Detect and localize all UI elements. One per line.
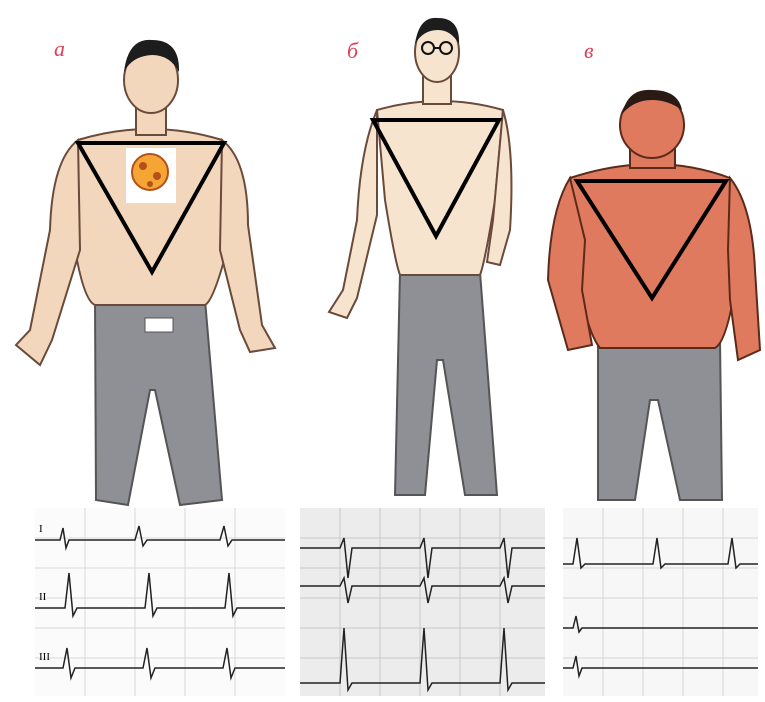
- figure-hypersthenic: [530, 0, 765, 510]
- torso: [570, 164, 740, 348]
- left-arm: [16, 140, 80, 365]
- ecg-strip-a: I II III: [35, 508, 285, 696]
- lead-label-3: III: [39, 651, 50, 663]
- ecg-strip-b: [300, 508, 545, 696]
- right-arm: [728, 178, 760, 360]
- figure-normosthenic: [0, 0, 290, 510]
- lead-label-1: I: [39, 523, 43, 535]
- ecg-strip-c: [563, 508, 758, 696]
- right-arm: [220, 140, 275, 352]
- pants: [598, 340, 722, 500]
- left-arm: [329, 110, 377, 318]
- torso: [377, 101, 503, 275]
- pants: [395, 272, 497, 495]
- figure-asthenic: [315, 0, 535, 510]
- lead-label-2: II: [39, 591, 47, 603]
- belt-buckle: [145, 318, 173, 332]
